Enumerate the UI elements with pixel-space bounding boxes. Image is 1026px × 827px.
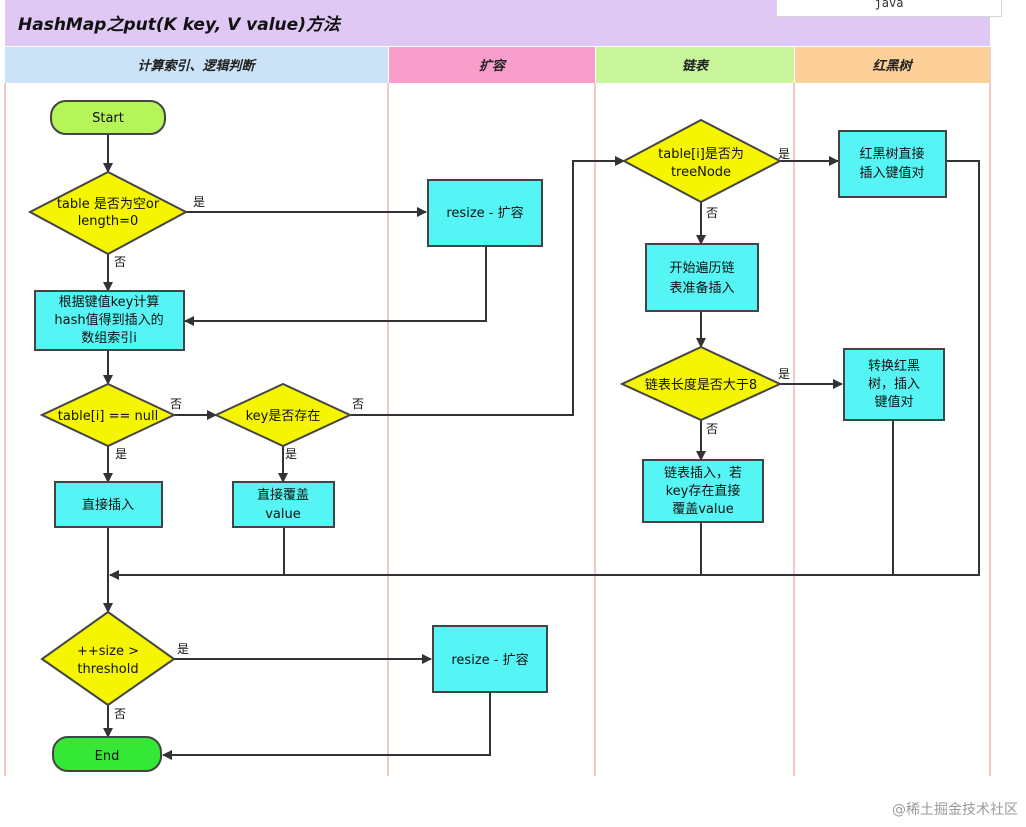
resize-node-1 — [427, 179, 543, 247]
resize-node-2 — [432, 625, 548, 693]
insert-direct-node — [54, 481, 163, 528]
size-check-label-2: threshold — [77, 662, 138, 677]
edge-key-tree — [350, 156, 625, 416]
check-empty-label-1: table 是否为空or — [57, 197, 160, 212]
edge-resize-end — [162, 692, 491, 760]
traverse-node — [645, 243, 759, 312]
edges — [103, 134, 980, 760]
edge-resize-calc — [184, 246, 487, 326]
lane-label-resize: 扩容 — [479, 58, 507, 74]
tree-node-label-2: treeNode — [671, 165, 731, 180]
edge-label-len-no: 否 — [706, 422, 718, 436]
lane-header-resize — [389, 47, 595, 83]
calc-index-label-1: 根据键值key计算 — [59, 294, 160, 310]
edge-label-tree-yes: 是 — [778, 147, 790, 161]
edge-label-empty-yes: 是 — [193, 195, 205, 209]
overwrite-label-1: 直接覆盖 — [257, 487, 309, 503]
lane-label-index: 计算索引、逻辑判断 — [137, 58, 257, 74]
edge-rb-merge — [110, 160, 980, 576]
rb-insert-label-1: 红黑树直接 — [859, 146, 924, 162]
overwrite-label-2: value — [265, 507, 301, 522]
tree-node-decision — [621, 118, 783, 204]
len-gt8-label: 链表长度是否大于8 — [645, 377, 757, 393]
len-gt8-decision — [619, 345, 783, 422]
to-rbtree-label-3: 键值对 — [874, 394, 913, 410]
tree-node-label-1: table[i]是否为 — [658, 147, 744, 162]
overwrite-node — [232, 481, 335, 528]
edge-label-null-no: 否 — [170, 397, 182, 411]
key-exists-label: key是否存在 — [246, 409, 321, 424]
edge-label-size-yes: 是 — [177, 642, 189, 656]
size-check-decision — [40, 610, 176, 707]
lane-header-list — [596, 47, 794, 83]
lane-label-list: 链表 — [682, 58, 710, 74]
list-insert-label-3: 覆盖value — [672, 502, 734, 517]
calc-index-node — [34, 290, 185, 351]
nodes — [27, 100, 947, 772]
to-rbtree-label-2: 树，插入 — [868, 377, 920, 392]
resize-1-label: resize - 扩容 — [446, 205, 523, 221]
end-label: End — [95, 749, 120, 764]
is-null-label: table[i] == null — [58, 409, 158, 424]
check-empty-decision — [27, 170, 189, 256]
list-insert-label-1: 链表插入，若 — [664, 465, 742, 481]
rb-insert-node — [838, 130, 947, 198]
traverse-label-2: 表准备插入 — [669, 280, 734, 296]
rb-insert-label-2: 插入键值对 — [859, 165, 924, 181]
edge-label-key-no: 否 — [352, 397, 364, 411]
edge-label-empty-no: 否 — [114, 255, 126, 269]
edge-label-tree-no: 否 — [706, 206, 718, 220]
lane-label-rbtree: 红黑树 — [872, 58, 913, 74]
list-insert-label-2: key存在直接 — [666, 483, 741, 499]
lane-header-rbtree — [795, 47, 990, 83]
lane-borders — [4, 47, 991, 776]
insert-direct-label: 直接插入 — [82, 497, 134, 513]
lane-header-index — [5, 47, 388, 83]
list-insert-node — [642, 459, 764, 523]
calc-index-label-2: hash值得到插入的 — [54, 312, 163, 328]
edge-label-size-no: 否 — [114, 707, 126, 721]
edge-label-len-yes: 是 — [778, 367, 790, 381]
resize-2-label: resize - 扩容 — [451, 652, 528, 668]
to-rbtree-node — [843, 348, 945, 421]
is-null-decision — [39, 382, 177, 448]
calc-index-label-3: 数组索引i — [81, 331, 137, 346]
diagram-title: HashMap之put(K key, V value)方法 — [18, 15, 342, 35]
start-node — [50, 100, 166, 135]
end-node — [52, 736, 162, 772]
key-exists-decision — [213, 382, 353, 448]
watermark: @稀土掘金技术社区 — [892, 802, 1018, 818]
edge-label-null-yes: 是 — [115, 447, 127, 461]
size-check-label-1: ++size > — [77, 644, 139, 659]
to-rbtree-label-1: 转换红黑 — [868, 358, 920, 374]
edge-label-key-yes: 是 — [285, 447, 297, 461]
traverse-label-1: 开始遍历链 — [669, 260, 734, 276]
start-label: Start — [92, 111, 124, 126]
check-empty-label-2: length=0 — [78, 214, 139, 229]
code-language-tab[interactable]: java — [776, 0, 1002, 17]
